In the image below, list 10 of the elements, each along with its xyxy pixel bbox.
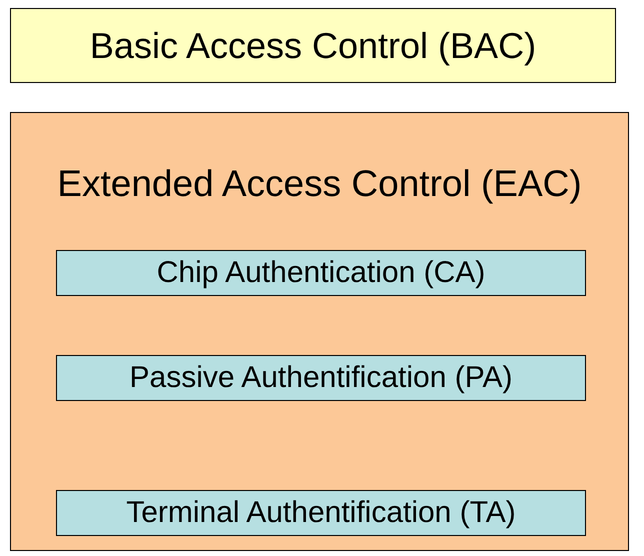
authentication-box xyxy=(56,250,586,296)
authentication-box xyxy=(56,355,586,401)
access-control-box xyxy=(10,8,616,83)
access-control-panel xyxy=(10,112,629,551)
box-label: Basic Access Control (BAC) xyxy=(90,24,536,66)
authentication-box xyxy=(56,490,586,536)
box-label: Terminal Authentification (TA) xyxy=(126,496,516,529)
box-label: Passive Authentification (PA) xyxy=(130,361,512,394)
box-label: Extended Access Control (EAC) xyxy=(57,163,582,204)
box-label: Chip Authentication (CA) xyxy=(156,256,486,289)
